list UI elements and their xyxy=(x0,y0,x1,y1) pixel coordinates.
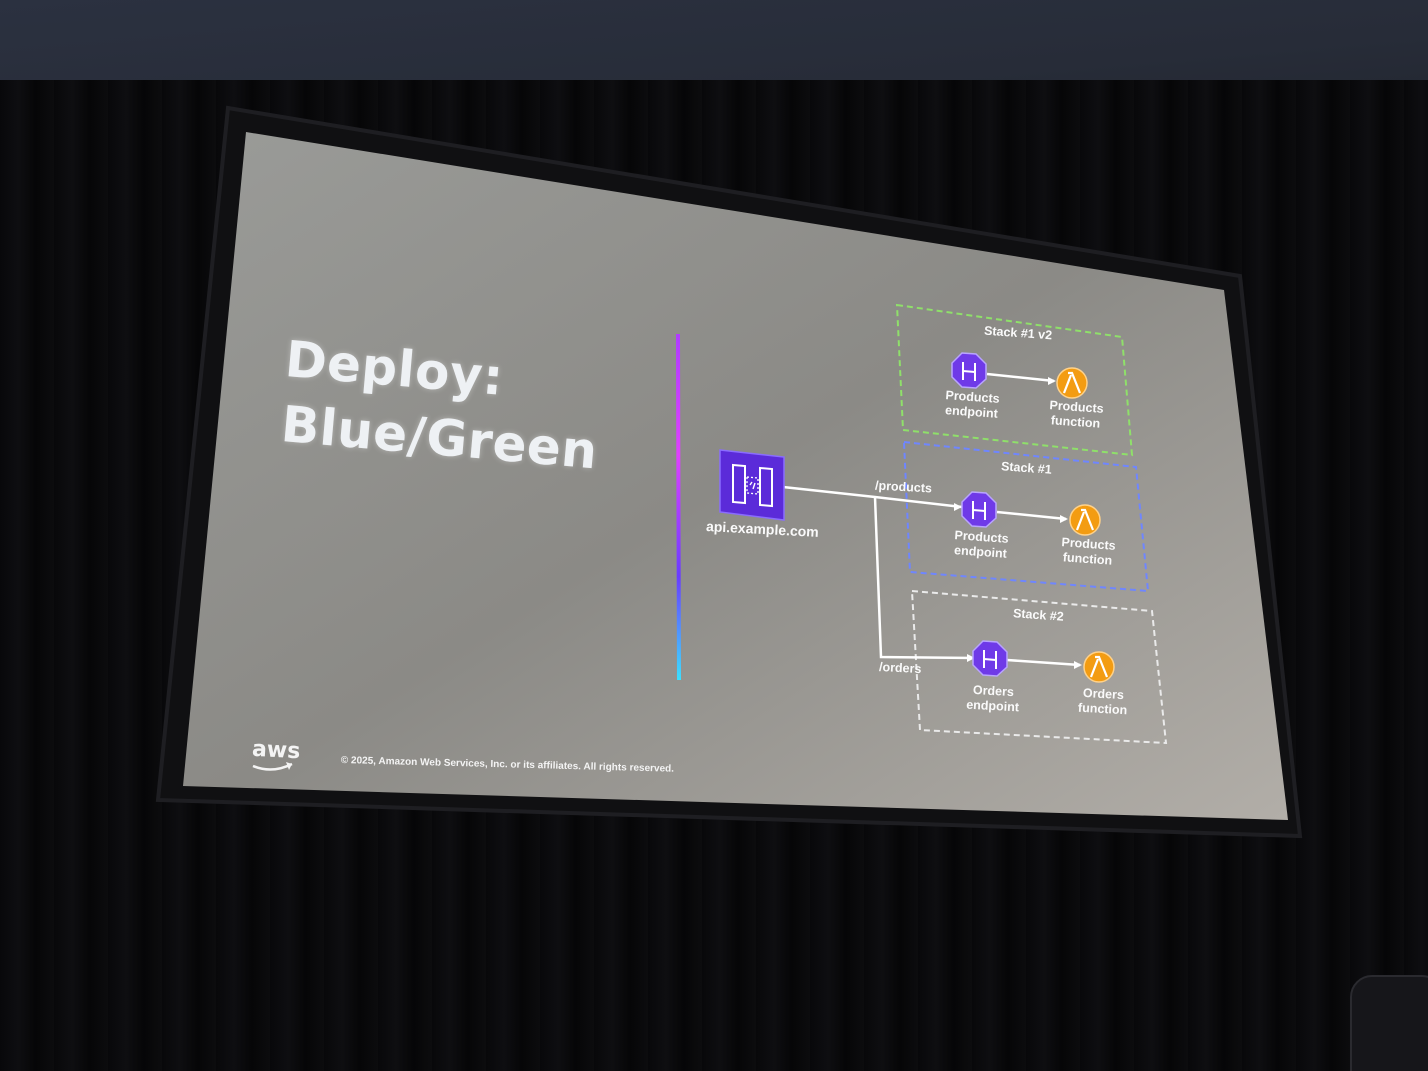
stack-1-arrow xyxy=(996,510,1067,521)
slide-divider xyxy=(676,334,681,680)
stack-2-lambda-icon xyxy=(1083,651,1115,683)
stack-1-endpoint-label: Products endpoint xyxy=(953,528,1010,561)
stack-1-function-label: Products function xyxy=(1061,535,1117,568)
aws-logo: aws xyxy=(251,736,301,765)
stack-1-v2-function-label: Products function xyxy=(1049,398,1105,431)
stack-2-function-label: Orders function xyxy=(1077,685,1128,718)
stack-1-v2-endpoint-icon xyxy=(951,352,987,389)
stack-2-endpoint-icon xyxy=(972,640,1008,677)
stack-1-v2-box xyxy=(895,303,1134,457)
stack-2-endpoint-label: Orders endpoint xyxy=(965,682,1020,715)
stack-1-box xyxy=(902,440,1150,593)
orders-route-label: /orders xyxy=(878,659,922,677)
audience-chair xyxy=(1350,975,1428,1071)
stack-1-v2-arrow xyxy=(986,372,1055,383)
stack-2-box xyxy=(910,589,1168,745)
stack-1-v2-endpoint-label: Products endpoint xyxy=(944,388,1001,421)
products-route-label: /products xyxy=(874,478,933,496)
stack-1-v2-lambda-icon xyxy=(1056,367,1088,399)
stack-1-endpoint-icon xyxy=(961,491,997,528)
orders-route-line xyxy=(873,496,976,660)
stack-1-lambda-icon xyxy=(1069,504,1101,536)
api-gateway-icon xyxy=(719,449,785,521)
stack-2-arrow xyxy=(1006,658,1081,667)
